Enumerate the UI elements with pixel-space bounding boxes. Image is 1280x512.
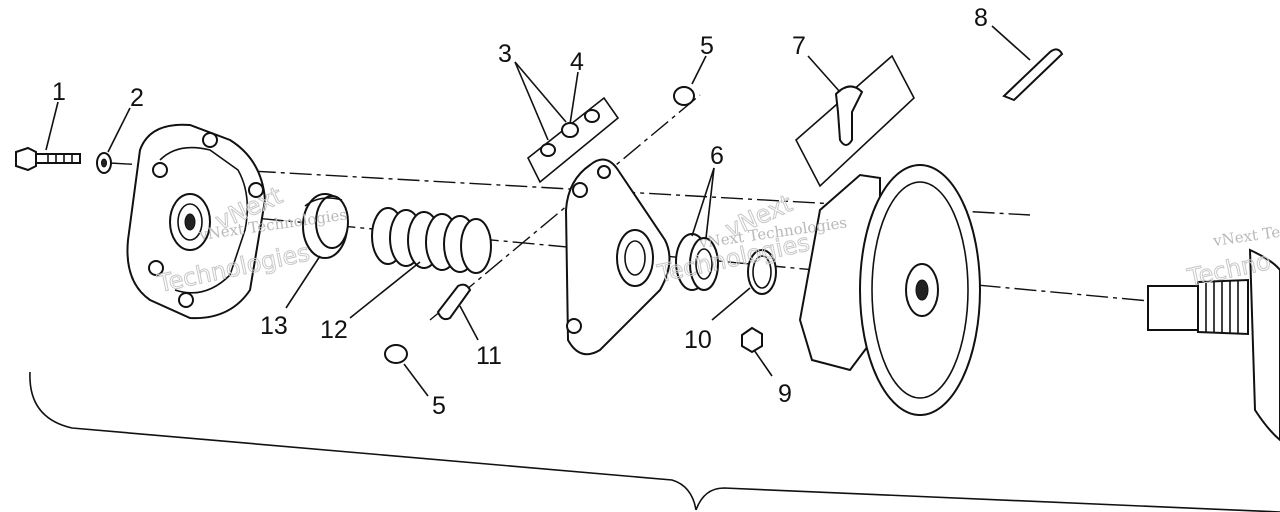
- shaft-fixed-sheave: [1147, 248, 1280, 442]
- callout-labels: 1 2 3 4 5 6 7 8 9 10 11 12 13 5: [52, 4, 988, 420]
- bearing-set-part-6: [675, 233, 719, 291]
- cam-weight-part-7: [794, 54, 915, 188]
- callout-2: 2: [130, 84, 144, 112]
- callout-8: 8: [974, 4, 988, 32]
- clutch-cover-housing: [126, 123, 267, 320]
- spider-assembly: [564, 158, 671, 356]
- callout-7: 7: [792, 32, 806, 60]
- callout-5-upper: 5: [700, 32, 714, 60]
- nut-part-9: [741, 326, 763, 354]
- watermark-text: vNext Te: [1211, 223, 1280, 250]
- callout-4: 4: [570, 48, 584, 76]
- bushing-ring-part-13: [302, 193, 349, 259]
- pin-part-11: [436, 283, 472, 321]
- pivot-bolt-part-8: [1002, 48, 1064, 102]
- callout-11: 11: [476, 342, 502, 370]
- hardware-inset-parts-3-4: [526, 96, 620, 184]
- callout-12: 12: [320, 316, 348, 344]
- callout-3: 3: [498, 40, 512, 68]
- moveable-sheave: [798, 164, 981, 416]
- spring-part-12: [371, 207, 492, 274]
- callout-10: 10: [684, 326, 712, 354]
- snap-ring-part-10: [747, 249, 777, 295]
- callout-6: 6: [710, 142, 724, 170]
- washer-part-2: [96, 152, 112, 174]
- callout-13: 13: [260, 312, 288, 340]
- callout-1: 1: [52, 78, 66, 106]
- roller-part-5-upper: [673, 86, 695, 106]
- callout-9: 9: [778, 380, 792, 408]
- callout-5-lower: 5: [432, 392, 446, 420]
- assembly-brace: [29, 371, 1280, 512]
- bolt-part-1: [15, 146, 81, 172]
- leader-lines: [45, 25, 1031, 397]
- roller-part-5-lower: [384, 344, 408, 364]
